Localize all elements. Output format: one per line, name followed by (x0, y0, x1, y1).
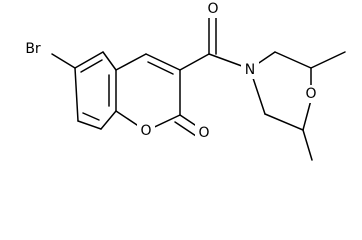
morpholine-oxygen-label: O (305, 86, 316, 102)
bond (74, 67, 79, 122)
morpholine-ring (249, 51, 312, 131)
bond (100, 110, 117, 130)
benzene-ring (74, 51, 117, 130)
pyranone-ring (115, 53, 181, 132)
bond (179, 53, 210, 71)
ring-oxygen-label: O (140, 123, 151, 139)
aromatic-double-bond (82, 112, 100, 121)
bond (77, 120, 102, 130)
morpholine-nitrogen-label: N (245, 62, 255, 78)
ring-double-bond (147, 61, 174, 75)
amide-carbonyl (179, 13, 251, 71)
chemical-structure-diagram: Br O N O O O (18, 0, 346, 161)
atom-labels: Br O N O O O (18, 0, 320, 142)
bond (145, 53, 181, 71)
methyl-bond (310, 51, 346, 69)
methyl-bond (302, 129, 313, 161)
bond (274, 51, 312, 69)
bromine-bond (51, 53, 76, 69)
aromatic-double-bond (80, 59, 103, 73)
bond (102, 51, 117, 71)
bond (302, 99, 312, 131)
bond (115, 53, 147, 71)
bond (74, 51, 104, 69)
lactone-oxygen-label: O (198, 125, 209, 141)
bond (264, 113, 304, 131)
carbonyl-oxygen-label: O (207, 1, 218, 17)
bromine-atom-label: Br (25, 41, 41, 57)
